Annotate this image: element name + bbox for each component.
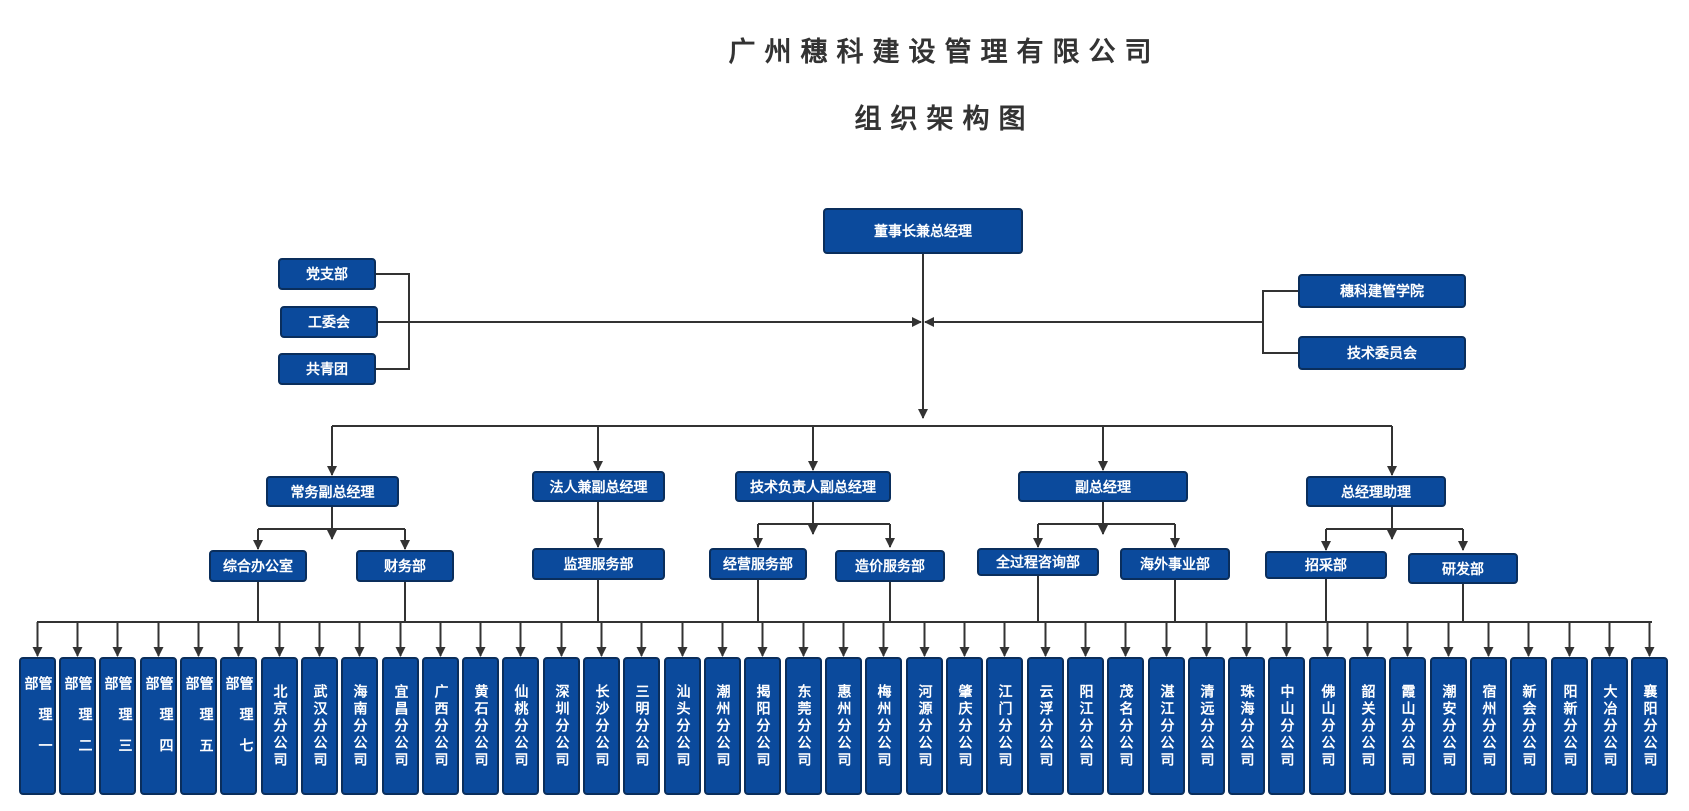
right-bracket <box>1262 290 1298 354</box>
branch-box-27[interactable]: 阳江分公司 <box>1067 657 1104 795</box>
party-unit-2[interactable]: 工委会 <box>280 306 378 338</box>
party-unit-3[interactable]: 共青团 <box>278 353 376 385</box>
department-box-3[interactable]: 监理服务部 <box>532 548 665 580</box>
chart-title: 广州穗科建设管理有限公司 <box>728 37 1161 68</box>
branch-box-34[interactable]: 韶关分公司 <box>1349 657 1386 795</box>
manager-box-2[interactable]: 法人兼副总经理 <box>532 471 665 502</box>
department-box-1[interactable]: 综合办公室 <box>209 550 307 582</box>
manager-box-3[interactable]: 技术负责人副总经理 <box>735 471 891 502</box>
branch-box-25[interactable]: 江门分公司 <box>986 657 1023 795</box>
manager-box-5[interactable]: 总经理助理 <box>1306 476 1446 507</box>
branch-box-12[interactable]: 黄石分公司 <box>462 657 499 795</box>
party-unit-1[interactable]: 党支部 <box>278 258 376 290</box>
branch-box-22[interactable]: 梅州分公司 <box>865 657 902 795</box>
manager-box-1[interactable]: 常务副总经理 <box>266 476 399 507</box>
branch-box-9[interactable]: 海南分公司 <box>341 657 378 795</box>
tech-committee-box[interactable]: 技术委员会 <box>1298 336 1466 370</box>
branch-box-17[interactable]: 汕头分公司 <box>664 657 701 795</box>
department-box-2[interactable]: 财务部 <box>356 550 454 582</box>
branch-box-28[interactable]: 茂名分公司 <box>1107 657 1144 795</box>
branch-box-31[interactable]: 珠海分公司 <box>1228 657 1265 795</box>
branch-box-32[interactable]: 中山分公司 <box>1268 657 1305 795</box>
branch-box-10[interactable]: 宜昌分公司 <box>382 657 419 795</box>
chart-subtitle: 组织架构图 <box>854 104 1035 135</box>
branch-box-21[interactable]: 惠州分公司 <box>825 657 862 795</box>
branch-box-38[interactable]: 新会分公司 <box>1510 657 1547 795</box>
branch-box-20[interactable]: 东莞分公司 <box>785 657 822 795</box>
branch-box-24[interactable]: 肇庆分公司 <box>946 657 983 795</box>
branch-box-5[interactable]: 管理五部 <box>180 657 217 795</box>
branch-box-26[interactable]: 云浮分公司 <box>1027 657 1064 795</box>
branch-box-23[interactable]: 河源分公司 <box>906 657 943 795</box>
branch-box-29[interactable]: 湛江分公司 <box>1148 657 1185 795</box>
branch-box-33[interactable]: 佛山分公司 <box>1309 657 1346 795</box>
branch-box-35[interactable]: 霞山分公司 <box>1389 657 1426 795</box>
department-box-9[interactable]: 研发部 <box>1408 553 1518 584</box>
branch-box-8[interactable]: 武汉分公司 <box>301 657 338 795</box>
branch-box-13[interactable]: 仙桃分公司 <box>502 657 539 795</box>
branch-box-7[interactable]: 北京分公司 <box>261 657 298 795</box>
branch-box-37[interactable]: 宿州分公司 <box>1470 657 1507 795</box>
branch-box-6[interactable]: 管理七部 <box>220 657 257 795</box>
branch-box-19[interactable]: 揭阳分公司 <box>744 657 781 795</box>
manager-box-4[interactable]: 副总经理 <box>1018 471 1188 502</box>
branch-box-41[interactable]: 襄阳分公司 <box>1631 657 1668 795</box>
department-box-5[interactable]: 造价服务部 <box>835 550 945 582</box>
department-box-7[interactable]: 海外事业部 <box>1120 548 1230 580</box>
branch-box-36[interactable]: 潮安分公司 <box>1430 657 1467 795</box>
chairman-box[interactable]: 董事长兼总经理 <box>823 208 1023 254</box>
branch-box-3[interactable]: 管理三部 <box>99 657 136 795</box>
branch-box-1[interactable]: 管理一部 <box>19 657 56 795</box>
department-box-4[interactable]: 经营服务部 <box>709 548 807 580</box>
branch-box-18[interactable]: 潮州分公司 <box>704 657 741 795</box>
branch-box-40[interactable]: 大冶分公司 <box>1591 657 1628 795</box>
branch-box-4[interactable]: 管理四部 <box>140 657 177 795</box>
branch-box-15[interactable]: 长沙分公司 <box>583 657 620 795</box>
department-box-8[interactable]: 招采部 <box>1265 551 1387 579</box>
academy-box[interactable]: 穗科建管学院 <box>1298 274 1466 308</box>
branch-box-16[interactable]: 三明分公司 <box>623 657 660 795</box>
branch-box-11[interactable]: 广西分公司 <box>422 657 459 795</box>
branch-box-14[interactable]: 深圳分公司 <box>543 657 580 795</box>
branch-box-30[interactable]: 清远分公司 <box>1188 657 1225 795</box>
branch-box-2[interactable]: 管理二部 <box>59 657 96 795</box>
branch-box-39[interactable]: 阳新分公司 <box>1551 657 1588 795</box>
department-box-6[interactable]: 全过程咨询部 <box>977 548 1099 576</box>
